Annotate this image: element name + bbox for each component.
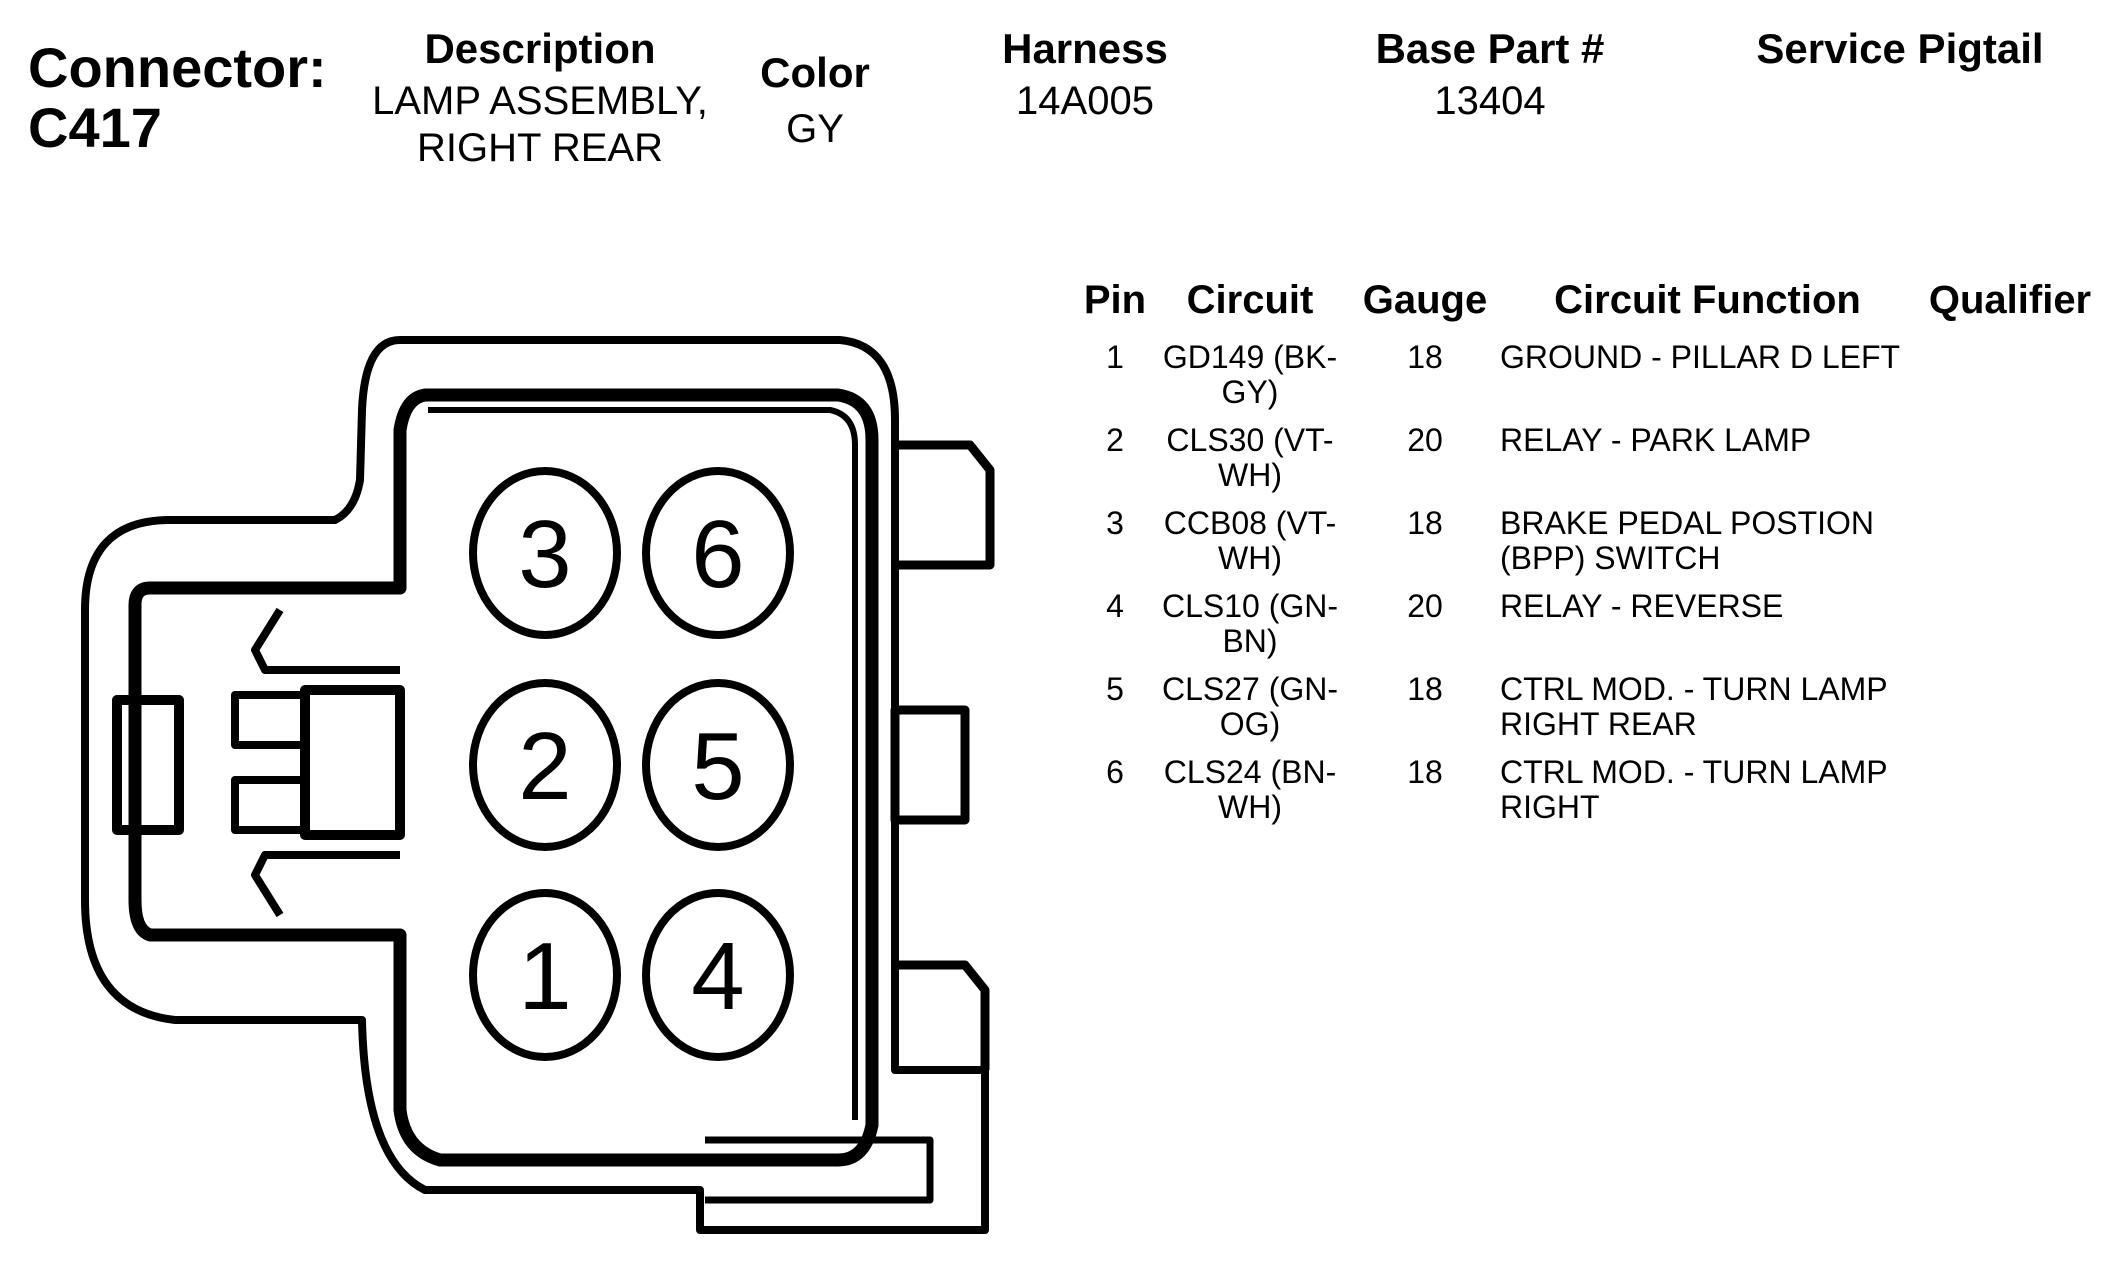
- circuit-function-line2: RIGHT: [1500, 789, 1600, 825]
- circuit-function-line1: CTRL MOD. - TURN LAMP: [1500, 671, 1888, 707]
- circuit-function-line2: (BPP) SWITCH: [1500, 540, 1721, 576]
- pin-cavity-label: 5: [691, 713, 744, 820]
- color-value: GY: [786, 107, 844, 152]
- pin-cavity: [642, 467, 794, 639]
- circuit-function-line1: RELAY - REVERSE: [1500, 588, 1784, 624]
- circuit-line2: WH): [1218, 457, 1282, 493]
- left-latch-block: [300, 685, 405, 840]
- bottom-key: [705, 1136, 934, 1204]
- qualifier-column-header: Qualifier: [1928, 278, 2092, 322]
- connector-label-title: Connector:: [28, 36, 327, 99]
- pin-circles: 3 6 2 5 1 4: [469, 467, 794, 1061]
- pin-cavity-label: 1: [518, 923, 571, 1030]
- circuit-line1: CLS27 (GN-: [1161, 671, 1339, 707]
- pin-number: 5: [1106, 671, 1124, 707]
- pin-cavity: [469, 889, 621, 1061]
- gauge-value: 20: [1407, 422, 1443, 458]
- base-part-value: 13404: [1434, 79, 1546, 124]
- circuit-function-line2: RIGHT REAR: [1500, 706, 1697, 742]
- gauge-value: 18: [1407, 671, 1443, 707]
- color-block: Color GY: [745, 48, 885, 153]
- left-latch-outer: [112, 695, 184, 835]
- description-header: Description: [424, 25, 656, 72]
- circuit-line1: GD149 (BK-: [1162, 339, 1338, 375]
- pin-cavity-label: 2: [518, 713, 571, 820]
- right-tab-top: [895, 440, 995, 570]
- harness-header: Harness: [1002, 25, 1168, 72]
- gauge-value: 18: [1407, 754, 1443, 790]
- harness-block: Harness 14A005: [960, 24, 1210, 125]
- base-part-block: Base Part # 13404: [1340, 24, 1640, 125]
- circuit-function-line1: RELAY - PARK LAMP: [1500, 422, 1812, 458]
- left-latch-tab-bottom: [231, 776, 309, 834]
- description-line1: LAMP ASSEMBLY,: [372, 79, 708, 124]
- gauge-value: 18: [1407, 505, 1443, 541]
- pin-cavity: [642, 889, 794, 1061]
- connector-face-diagram: 3 6 2 5 1 4: [81, 336, 995, 1234]
- circuit-line2: OG): [1219, 706, 1281, 742]
- harness-value: 14A005: [1016, 79, 1154, 124]
- pin-cavity: [469, 467, 621, 639]
- right-tab-bottom: [895, 960, 990, 1070]
- connector-id: C417: [28, 96, 162, 160]
- circuit-function-line1: BRAKE PEDAL POSTION: [1500, 505, 1875, 541]
- cavity-body-inner-edge: [428, 407, 858, 1120]
- left-latch-track: [251, 607, 400, 918]
- circuit-line2: WH): [1218, 789, 1282, 825]
- pin-number: 4: [1106, 588, 1124, 624]
- color-header: Color: [760, 49, 870, 96]
- service-pigtail-header: Service Pigtail: [1756, 25, 2044, 72]
- pin-number: 3: [1106, 505, 1124, 541]
- gauge-column-header: Gauge: [1362, 278, 1488, 322]
- description-block: Description LAMP ASSEMBLY, RIGHT REAR: [340, 24, 740, 172]
- pin-column-header: Pin: [1083, 278, 1147, 322]
- description-line2: RIGHT REAR: [417, 126, 663, 171]
- circuit-line1: CLS24 (BN-: [1163, 754, 1337, 790]
- circuit-function-column-header: Circuit Function: [1554, 278, 1861, 322]
- pin-cavity: [642, 679, 794, 851]
- pin-number: 2: [1106, 422, 1124, 458]
- circuit-line2: GY): [1221, 374, 1279, 410]
- circuit-line2: WH): [1218, 540, 1282, 576]
- circuit-column-header: Circuit: [1186, 278, 1314, 322]
- cavity-body: [128, 388, 879, 1167]
- pin-cavity-label: 6: [691, 501, 744, 608]
- base-part-header: Base Part #: [1375, 25, 1605, 72]
- circuit-function-line1: CTRL MOD. - TURN LAMP: [1500, 754, 1888, 790]
- right-tab-middle: [890, 705, 970, 825]
- left-latch-tab-top: [231, 691, 309, 749]
- gauge-value: 18: [1407, 339, 1443, 375]
- circuit-line1: CLS30 (VT-: [1166, 422, 1334, 458]
- pin-cavity-label: 3: [518, 501, 571, 608]
- housing-outline: [81, 336, 989, 1234]
- pin-cavity-label: 4: [691, 923, 744, 1030]
- pin-number: 6: [1106, 754, 1124, 790]
- pin-number: 1: [1106, 339, 1124, 375]
- service-pigtail-block: Service Pigtail: [1720, 24, 2080, 78]
- gauge-value: 20: [1407, 588, 1443, 624]
- connector-label: Connector: C417: [28, 36, 327, 160]
- circuit-line1: CCB08 (VT-: [1163, 505, 1337, 541]
- pin-cavity: [469, 679, 621, 851]
- circuit-line2: BN): [1222, 623, 1278, 659]
- circuit-function-line1: GROUND - PILLAR D LEFT: [1500, 339, 1901, 375]
- circuit-line1: CLS10 (GN-: [1161, 588, 1339, 624]
